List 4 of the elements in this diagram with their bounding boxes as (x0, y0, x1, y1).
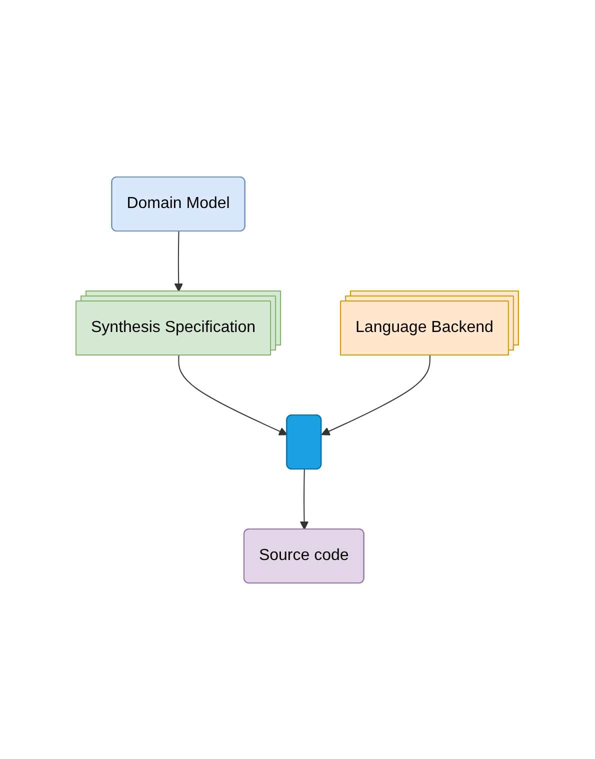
arrow (300, 468, 309, 530)
arrow (174, 230, 184, 292)
arrow (321, 354, 431, 435)
arrow (178, 354, 288, 435)
